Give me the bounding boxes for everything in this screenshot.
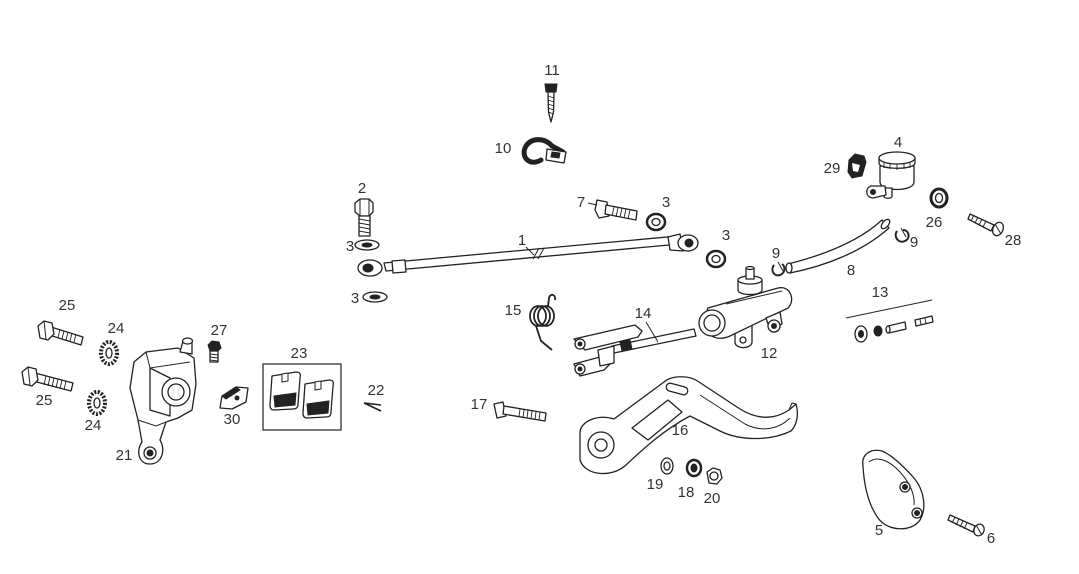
bolt-17 xyxy=(493,401,547,422)
callout-21: 21 xyxy=(116,447,133,464)
callout-24: 24 xyxy=(108,320,125,337)
leader-line xyxy=(587,202,598,206)
callout-3: 3 xyxy=(662,194,670,211)
callout-30: 30 xyxy=(224,411,241,428)
leader-line xyxy=(525,246,535,256)
callout-23: 23 xyxy=(291,345,308,362)
washer-3 xyxy=(362,291,388,303)
screw-28 xyxy=(967,213,1005,237)
callout-6: 6 xyxy=(987,530,995,547)
clamp-10 xyxy=(521,137,567,165)
callout-7: 7 xyxy=(577,194,585,211)
callout-14: 14 xyxy=(635,305,652,322)
washer-24 xyxy=(99,340,119,366)
callout-9: 9 xyxy=(772,245,780,262)
callout-12: 12 xyxy=(761,345,778,362)
callout-labels: 11 10 2 7 3 1 3 3 3 9 8 4 29 26 9 28 13 … xyxy=(36,62,1022,547)
callout-9: 9 xyxy=(910,234,918,251)
leader-line xyxy=(845,299,933,319)
callout-3: 3 xyxy=(351,290,359,307)
brake-pedal-16 xyxy=(579,376,798,475)
plate-30 xyxy=(219,386,249,410)
brake-pad xyxy=(269,371,302,411)
hose-8 xyxy=(785,218,891,274)
hose-clip-9 xyxy=(894,227,910,243)
master-cylinder-12 xyxy=(698,265,793,349)
washer-3 xyxy=(645,212,667,232)
brake-rod-1 xyxy=(357,233,699,277)
washer-18 xyxy=(685,458,703,478)
washer-19 xyxy=(660,457,674,475)
callout-16: 16 xyxy=(672,422,689,439)
washer-24 xyxy=(87,390,107,416)
callout-5: 5 xyxy=(875,522,883,539)
nut-20 xyxy=(706,467,723,485)
callout-25: 25 xyxy=(36,392,53,409)
callout-1: 1 xyxy=(518,232,526,249)
caliper-bolt-25 xyxy=(37,320,84,346)
hose-clip-9 xyxy=(771,261,786,277)
pin-kit-13 xyxy=(854,315,934,343)
spring-15 xyxy=(529,293,556,351)
callout-28: 28 xyxy=(1005,232,1022,249)
callout-26: 26 xyxy=(926,214,943,231)
washer-3 xyxy=(354,239,380,251)
callout-22: 22 xyxy=(368,382,385,399)
callout-25: 25 xyxy=(59,297,76,314)
callout-29: 29 xyxy=(824,160,841,177)
reservoir-4 xyxy=(866,151,916,199)
washer-3 xyxy=(705,249,727,269)
push-rod-14 xyxy=(573,324,697,377)
callout-18: 18 xyxy=(678,484,695,501)
washer-26 xyxy=(929,187,949,209)
caliper-bolt-25 xyxy=(21,366,74,392)
brake-pad xyxy=(302,379,335,419)
callout-24: 24 xyxy=(85,417,102,434)
callout-20: 20 xyxy=(704,490,721,507)
clip-29 xyxy=(847,153,867,179)
callout-4: 4 xyxy=(894,134,902,151)
pin-22 xyxy=(363,402,382,412)
callout-3: 3 xyxy=(722,227,730,244)
bleeder-27 xyxy=(207,340,222,363)
bolt-2 xyxy=(354,198,374,237)
callout-10: 10 xyxy=(495,140,512,157)
callout-13: 13 xyxy=(872,284,889,301)
screw-11 xyxy=(544,83,558,123)
callout-15: 15 xyxy=(505,302,522,319)
caliper-21 xyxy=(129,337,197,465)
callout-17: 17 xyxy=(471,396,488,413)
screw-6 xyxy=(947,514,985,537)
leader-line xyxy=(645,321,659,343)
bolt-7 xyxy=(594,199,638,221)
callout-19: 19 xyxy=(647,476,664,493)
callout-27: 27 xyxy=(211,322,228,339)
callout-11: 11 xyxy=(544,62,560,79)
heel-guard-5 xyxy=(862,449,925,530)
callout-2: 2 xyxy=(358,180,366,197)
pad-set-23 xyxy=(262,363,342,431)
callout-3: 3 xyxy=(346,238,354,255)
callout-8: 8 xyxy=(847,262,855,279)
